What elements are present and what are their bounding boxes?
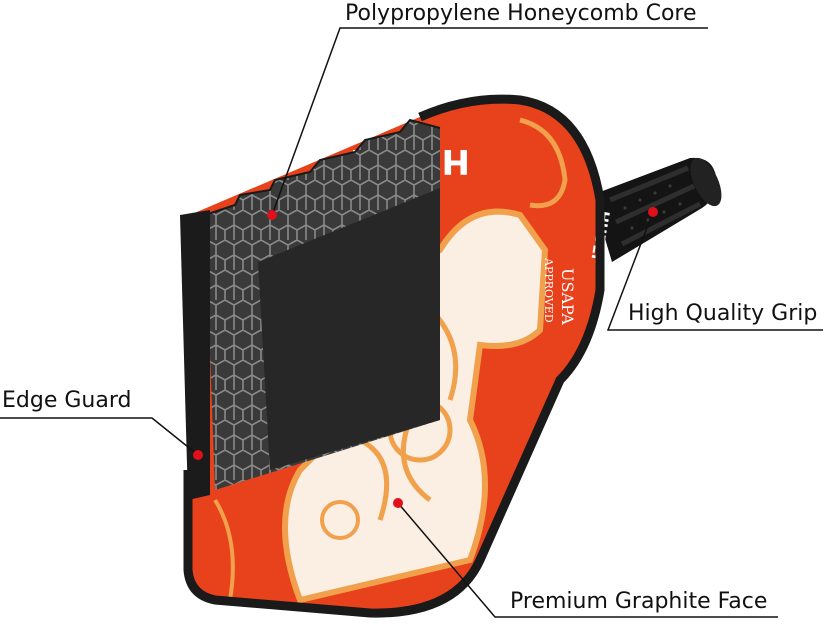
label-edge-guard: Edge Guard <box>2 388 132 413</box>
callout-lines <box>0 27 823 618</box>
label-graphite-face: Premium Graphite Face <box>510 589 768 614</box>
callout-marker-icon <box>393 498 403 508</box>
edge-guard-rim <box>183 94 605 618</box>
label-grip: High Quality Grip <box>628 301 818 326</box>
callout-marker-icon <box>193 450 203 460</box>
inner-carbon-sheet <box>258 188 440 470</box>
label-honeycomb-core: Polypropylene Honeycomb Core <box>345 1 697 26</box>
callout-marker-icon <box>648 207 658 217</box>
edge-guard-strip <box>180 210 210 500</box>
approval-line1: USAPA <box>558 268 577 325</box>
callout-marker-icon <box>267 210 277 220</box>
grip-handle <box>592 157 722 262</box>
approval-line2: APPROVED <box>542 257 555 323</box>
